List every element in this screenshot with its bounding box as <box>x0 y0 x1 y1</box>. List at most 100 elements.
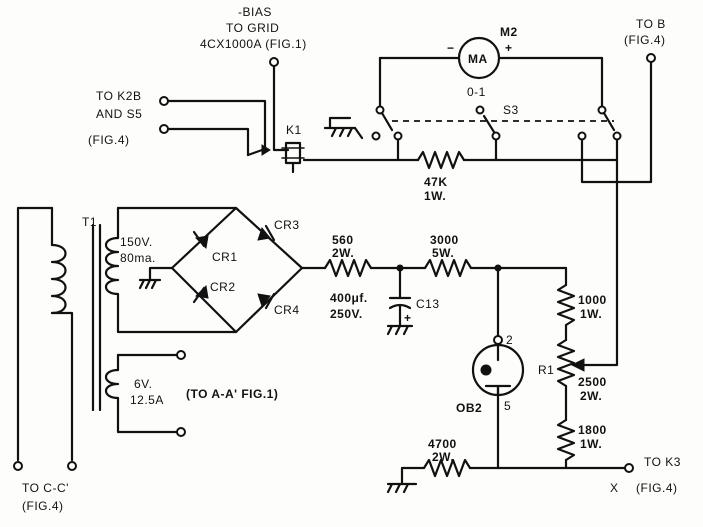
s3-term-3 <box>491 131 501 141</box>
k1-coil-windings <box>281 147 305 159</box>
pot-name-label: R1 <box>538 363 554 377</box>
primary-term-2 <box>67 461 77 471</box>
bias-label-2: TO GRID <box>226 21 279 35</box>
pot-wiper-arrow <box>570 358 585 372</box>
cap-volt-label: 250V. <box>330 307 363 321</box>
sec1-current-label: 80ma. <box>120 251 156 265</box>
r1800-out <box>496 458 568 470</box>
tube-pin-bottom-label: 5 <box>504 399 511 413</box>
k1-relay-coil <box>284 141 302 165</box>
ground-relay <box>323 116 357 138</box>
meter-name-label: M2 <box>500 25 518 39</box>
r47k-value-label: 47K <box>424 175 448 189</box>
r2500-watt-label: 2W. <box>580 389 602 403</box>
ob2-tube-dot <box>480 364 492 376</box>
bias-label-3: 4CX1000A (FIG.1) <box>200 37 307 51</box>
r560-watt-label: 2W. <box>332 246 354 260</box>
bridge-outline <box>170 206 304 334</box>
primary-bottom <box>50 311 74 462</box>
sec2-term-1 <box>176 350 186 360</box>
cr3-bar <box>264 224 276 242</box>
primary-wire-left <box>16 206 54 462</box>
s3-term-2 <box>475 105 485 115</box>
bias-terminal <box>269 57 279 67</box>
s3-term-5 <box>612 131 622 141</box>
meter-plus-label: + <box>505 41 513 55</box>
relay-label: K1 <box>286 123 302 137</box>
switch-term-right <box>597 105 607 115</box>
primary-term-1 <box>13 461 23 471</box>
transformer-label: T1 <box>82 215 97 229</box>
r2500-value-label: 2500 <box>578 375 607 389</box>
r560-value-label: 560 <box>332 233 354 247</box>
k1-contact-arm <box>246 148 264 157</box>
r1-potentiometer <box>556 338 576 388</box>
to-b-label-2: (FIG.4) <box>624 33 666 47</box>
tube-pin2 <box>493 335 503 345</box>
meter-minus-label: − <box>447 41 455 55</box>
to-cc-label-1: TO C-C' <box>22 481 69 495</box>
to-k3-label-2: (FIG.4) <box>636 481 678 495</box>
meter-range-label: 0-1 <box>467 85 486 99</box>
cr1-bar <box>192 230 206 248</box>
x-terminal <box>624 463 634 473</box>
r560-resistor <box>323 258 373 278</box>
to-cc-label-2: (FIG.4) <box>22 499 64 513</box>
r47k-left-wire <box>302 138 420 162</box>
sec1-volts-label: 150V. <box>120 235 153 249</box>
tube-name-label: OB2 <box>456 401 482 415</box>
c13-ground <box>386 324 414 336</box>
sec2-bottom-wire <box>116 396 179 434</box>
r3000-value-label: 3000 <box>430 233 459 247</box>
switch-loop-wire <box>580 138 619 184</box>
cap-plus-label: + <box>404 311 412 325</box>
to-b-terminal <box>646 53 656 63</box>
switch-label: S3 <box>503 103 519 117</box>
s3-term-0 <box>371 131 381 141</box>
r4700-watt-label: 2W. <box>432 450 454 464</box>
to-aa-label: (TO A-A' FIG.1) <box>186 387 278 401</box>
s3-term-4 <box>577 131 587 141</box>
s3-arm-right <box>602 111 616 132</box>
sec2-term-2 <box>176 427 186 437</box>
r4700-resistor <box>422 458 472 478</box>
cap-name-label: C13 <box>416 297 440 311</box>
r4700-value-label: 4700 <box>428 437 457 451</box>
k2b-terminal-1 <box>159 96 169 106</box>
to-k2b-label-1: TO K2B <box>96 89 141 103</box>
to-k2b-label-3: (FIG.4) <box>88 133 130 147</box>
bias-lead-wire <box>272 64 290 152</box>
sec2-winding <box>104 368 120 400</box>
to-b-label-1: TO B <box>636 17 666 31</box>
x-label: X <box>610 481 619 495</box>
r1800-watt-label: 1W. <box>580 437 602 451</box>
sec1-winding <box>104 236 120 296</box>
cr3-diode <box>257 226 271 241</box>
to-b-wire <box>615 60 653 184</box>
r1000-resistor <box>556 283 576 327</box>
c13-capacitor <box>388 266 412 328</box>
k2b-terminal-2 <box>159 124 169 134</box>
cr3-label: CR3 <box>274 218 300 232</box>
cr2-bar <box>192 286 206 304</box>
k2b-wire-1 <box>166 99 267 152</box>
cr4-bar <box>264 292 276 310</box>
sec2-current-label: 12.5A <box>130 393 164 407</box>
k1-contact-arrow <box>261 144 271 156</box>
k2b-wire-2 <box>166 127 250 157</box>
bottom-ground <box>386 482 418 494</box>
s3-arm-mid <box>482 114 496 134</box>
r47k-resistor <box>416 150 466 170</box>
bridge-ground <box>138 266 174 290</box>
bias-label-1: -BIAS <box>238 5 272 19</box>
sec1-bottom-wire <box>116 292 238 334</box>
r4700-left-wire <box>400 466 426 486</box>
cr2-label: CR2 <box>210 280 236 294</box>
cr1-label: CR1 <box>212 250 238 264</box>
to-k3-label-1: TO K3 <box>644 455 681 469</box>
meter-drops <box>378 56 604 110</box>
r1800-value-label: 1800 <box>578 423 607 437</box>
wiper-feed-wire <box>580 180 619 367</box>
